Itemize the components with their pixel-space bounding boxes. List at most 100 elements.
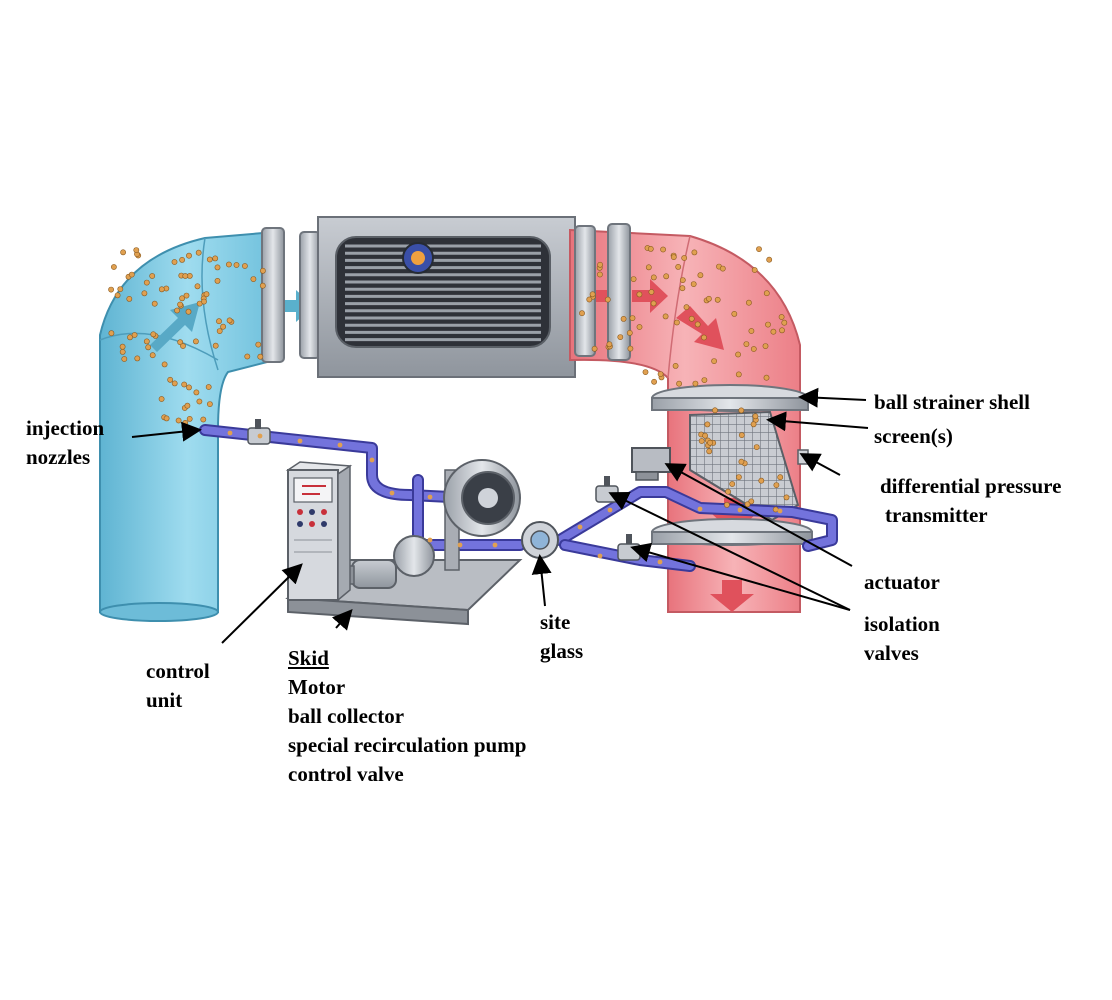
cleaning-ball — [205, 384, 212, 390]
arrow-site-glass — [531, 554, 552, 607]
cleaning-ball — [701, 334, 707, 341]
cleaning-ball — [586, 296, 593, 303]
cleaning-ball — [108, 330, 115, 337]
cleaning-ball — [108, 286, 114, 293]
cleaning-ball — [141, 290, 148, 297]
cleaning-ball — [226, 317, 233, 324]
label-injection-nozzles: injection nozzles — [26, 414, 104, 472]
cleaning-ball — [706, 448, 713, 455]
cleaning-ball — [692, 380, 699, 387]
cleaning-ball — [119, 348, 126, 355]
cleaning-ball — [743, 341, 750, 347]
cleaning-ball — [676, 380, 682, 387]
cleaning-ball — [250, 276, 257, 282]
cleaning-ball — [179, 295, 185, 302]
cleaning-ball — [663, 273, 670, 280]
cleaning-ball — [756, 246, 762, 252]
condenser — [317, 216, 576, 378]
cleaning-ball — [712, 407, 718, 414]
cleaning-ball — [650, 274, 657, 281]
cleaning-ball — [206, 401, 213, 407]
cleaning-ball — [681, 255, 688, 261]
cleaning-ball — [589, 291, 596, 298]
cleaning-ball — [114, 292, 121, 299]
label-line: ball strainer shell — [874, 390, 1030, 414]
arrow-screens — [766, 411, 869, 432]
cleaning-ball — [134, 355, 141, 362]
cleaning-ball — [783, 494, 790, 501]
label-line: injection — [26, 416, 105, 440]
outlet-flange — [574, 223, 631, 361]
cleaning-ball — [143, 279, 150, 286]
label-site-glass: site glass — [540, 608, 583, 666]
hot-flow-arrow — [676, 306, 724, 350]
cleaning-ball — [216, 328, 223, 334]
hot-flow-arrow — [712, 498, 756, 534]
cleaning-ball — [257, 353, 264, 360]
cleaning-ball — [577, 524, 583, 530]
leader-arrows — [131, 387, 869, 644]
cleaning-ball — [427, 494, 433, 500]
skid-item: control valve — [288, 762, 404, 786]
cleaning-ball — [184, 402, 191, 409]
cleaning-ball — [762, 343, 769, 349]
cleaning-ball — [133, 247, 140, 253]
cleaning-ball — [636, 324, 643, 330]
cleaning-ball — [145, 344, 152, 351]
site-glass — [521, 521, 559, 559]
cleaning-ball — [751, 267, 758, 273]
skid-item: ball collector — [288, 704, 405, 728]
cleaning-ball — [650, 300, 657, 307]
cleaning-ball — [227, 430, 233, 436]
cleaning-ball — [257, 433, 263, 439]
cleaning-ball — [629, 315, 636, 321]
cleaning-ball — [185, 308, 192, 315]
cleaning-ball — [111, 264, 117, 270]
cleaning-ball — [746, 299, 752, 306]
cleaning-ball — [697, 506, 703, 512]
cleaning-ball — [735, 351, 741, 358]
cleaning-ball — [597, 271, 603, 278]
cleaning-ball — [128, 271, 135, 278]
cleaning-ball — [297, 438, 303, 444]
cleaning-ball — [597, 553, 603, 559]
skid-item: Motor — [288, 675, 346, 699]
cleaning-ball — [729, 481, 736, 487]
cleaning-ball — [150, 331, 157, 338]
cleaning-ball — [711, 358, 717, 364]
label-line: actuator — [864, 570, 940, 594]
ball-collector — [443, 459, 521, 537]
control-unit — [285, 461, 353, 602]
label-isolation-valves: isolation valves — [864, 610, 940, 668]
label-line: site — [540, 610, 571, 634]
cleaning-ball — [220, 323, 226, 330]
cleaning-ball — [192, 338, 199, 345]
cleaning-ball — [492, 542, 498, 548]
cleaning-ball — [186, 252, 192, 259]
cleaning-ball — [704, 421, 711, 428]
label-screens: screen(s) — [874, 422, 953, 451]
cleaning-ball — [657, 371, 664, 377]
cleaning-ball — [233, 262, 240, 268]
cleaning-ball — [175, 417, 182, 424]
cleaning-ball — [181, 381, 188, 388]
cleaning-ball — [674, 319, 680, 326]
cleaning-ball — [688, 315, 695, 322]
cleaning-ball — [691, 249, 698, 256]
cleaning-ball — [707, 439, 713, 446]
cleaning-ball — [161, 361, 168, 368]
cleaning-ball — [179, 256, 185, 263]
cleaning-ball — [670, 254, 677, 260]
arrow-isolation-valve-upper — [608, 492, 851, 611]
cleaning-ball — [648, 289, 655, 295]
cleaning-ball — [725, 488, 731, 495]
cleaning-ball — [259, 282, 266, 289]
cleaning-ball — [203, 291, 210, 298]
cleaning-ball — [698, 438, 705, 444]
cold-flow-arrow — [150, 302, 200, 352]
arrow-injection-nozzles — [131, 421, 202, 442]
cleaning-ball — [672, 362, 679, 369]
label-line: glass — [540, 639, 584, 663]
arrow-dp-transmitter — [799, 453, 841, 476]
motor-and-pump — [339, 535, 435, 589]
